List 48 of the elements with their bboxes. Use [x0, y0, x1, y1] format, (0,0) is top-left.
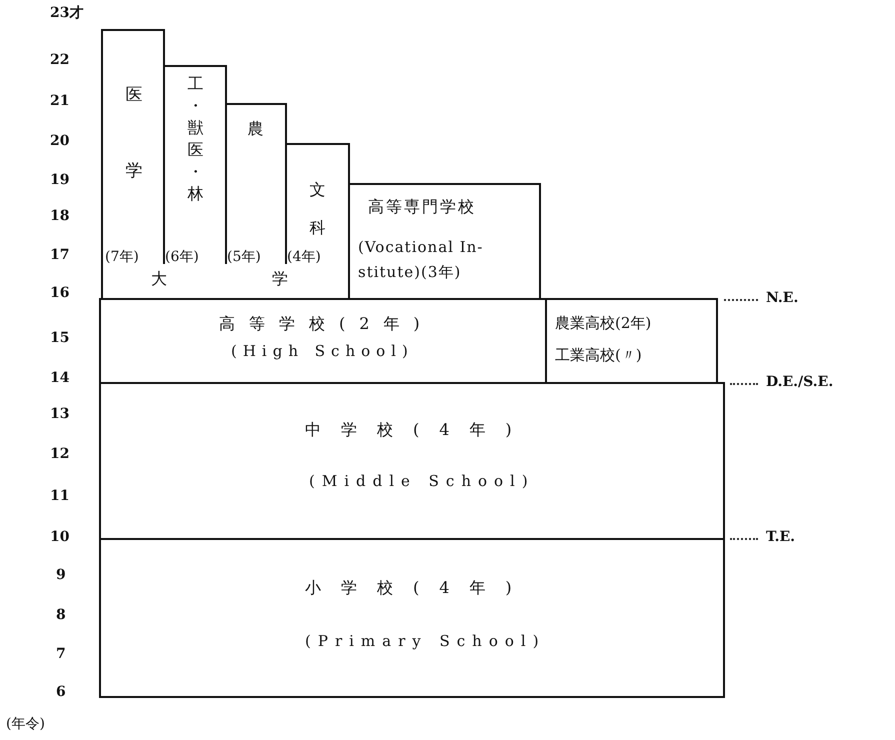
school-box [545, 298, 718, 384]
level-label: N.E. [766, 290, 798, 307]
age-label: 22 [50, 52, 70, 69]
age-label: 6 [56, 684, 66, 701]
axis-label: (年令) [6, 716, 45, 733]
age-label: 18 [50, 208, 70, 225]
school-box [99, 538, 725, 698]
school-name-english: (High School) [231, 342, 414, 360]
age-label: 21 [50, 93, 70, 110]
faculty-column [101, 29, 165, 264]
level-label: D.E./S.E. [766, 374, 834, 391]
age-label: 19 [50, 172, 70, 189]
year-label: (4年) [287, 249, 321, 266]
school-box [99, 298, 547, 384]
year-label: (5年) [227, 249, 261, 266]
vertical-text: 医学 [125, 84, 143, 183]
year-label: (7年) [105, 249, 139, 266]
age-label: 10 [50, 529, 70, 546]
age-label: 15 [50, 330, 70, 347]
year-label: (6年) [165, 249, 199, 266]
school-name: 小学校(4年) [305, 578, 532, 598]
school-name-english: (Primary School) [305, 632, 546, 650]
level-label: T.E. [766, 529, 796, 546]
school-name: 高等専門学校 [368, 197, 476, 216]
school-name: 工業高校(〃) [555, 346, 642, 364]
school-name: 高等学校(2年) [219, 314, 434, 334]
age-label: 23才 [50, 5, 84, 22]
age-label: 14 [50, 370, 70, 387]
school-name: 中学校(4年) [305, 420, 532, 440]
age-label: 11 [50, 488, 70, 505]
age-label: 20 [50, 133, 70, 150]
faculty-column [163, 65, 227, 264]
school-name-english: (Vocational In- stitute)(3年) [358, 237, 484, 283]
vertical-text: 農 [247, 119, 264, 138]
school-box [348, 183, 541, 300]
age-label: 8 [56, 607, 66, 624]
school-name: 農業高校(2年) [555, 314, 652, 332]
vertical-text: 工・獣医・林 [187, 73, 204, 205]
vertical-text: 文科 [309, 179, 326, 239]
age-label: 12 [50, 446, 70, 463]
faculty-column [225, 103, 287, 264]
school-box [99, 382, 725, 540]
school-name-english: (Middle School) [309, 472, 535, 490]
age-label: 17 [50, 247, 70, 264]
age-label: 13 [50, 406, 70, 423]
age-label: 7 [56, 646, 66, 663]
age-label: 16 [50, 285, 70, 302]
age-label: 9 [56, 567, 66, 584]
